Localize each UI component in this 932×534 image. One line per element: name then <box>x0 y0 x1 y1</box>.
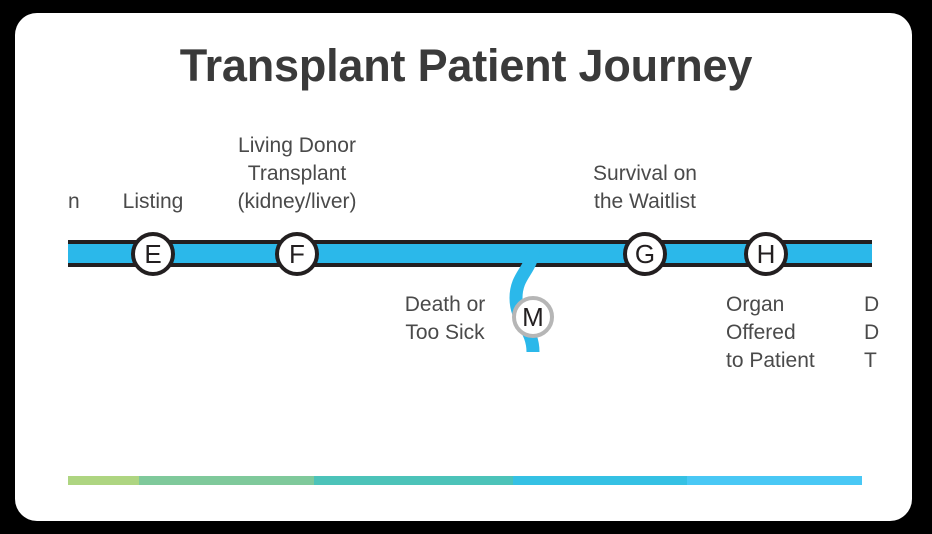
slide-stage: Transplant Patient Journey E F G H M n L… <box>15 13 912 521</box>
station-node-g[interactable]: G <box>623 232 667 276</box>
page-title: Transplant Patient Journey <box>179 40 753 91</box>
station-label-death-or-too-sick: Death or Too Sick <box>404 293 486 344</box>
station-node-e-letter: E <box>144 239 162 269</box>
gradient-bar-segment-1 <box>68 476 140 485</box>
timeline-main-line <box>68 240 872 267</box>
station-label-survival-waitlist: Survival on the Waitlist <box>593 162 697 213</box>
station-node-m[interactable]: M <box>512 296 554 338</box>
station-node-f[interactable]: F <box>275 232 319 276</box>
station-node-m-letter: M <box>522 302 544 332</box>
gradient-bar-segment-2 <box>139 476 315 485</box>
station-node-e[interactable]: E <box>131 232 175 276</box>
gradient-bar-segment-3 <box>314 476 513 485</box>
slide-card: Transplant Patient Journey E F G H M n L… <box>15 13 912 521</box>
progress-gradient-bar <box>68 476 862 485</box>
station-node-g-letter: G <box>634 239 656 269</box>
gradient-bar-segment-4 <box>512 476 688 485</box>
station-label-organ-offered: Organ Offered to Patient <box>726 293 815 372</box>
gradient-bar-segment-5 <box>687 476 862 485</box>
station-node-h[interactable]: H <box>744 232 788 276</box>
station-label-listing: Listing <box>122 190 184 213</box>
station-node-h-letter: H <box>756 239 776 269</box>
clipped-label-right: D D T <box>864 293 880 372</box>
station-node-f-letter: F <box>289 239 305 269</box>
station-label-living-donor-transplant: Living Donor Transplant (kidney/liver) <box>237 134 357 213</box>
clipped-label-left: n <box>68 190 80 213</box>
